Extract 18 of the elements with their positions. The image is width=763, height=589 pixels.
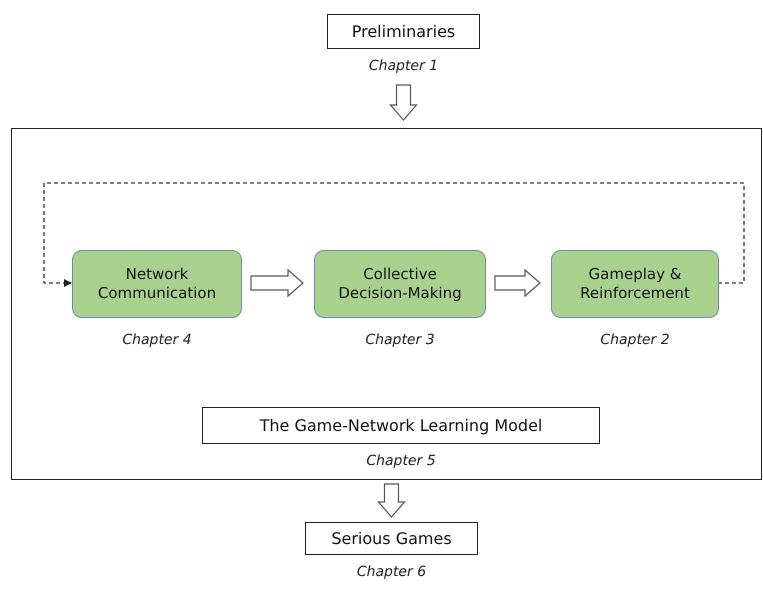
dashed-arrow	[43, 182, 745, 287]
chapter-label: Chapter 6	[356, 564, 426, 580]
chapter-box: Serious Games	[305, 522, 478, 555]
chapter-box: Preliminaries	[327, 14, 480, 49]
block-arrow	[389, 84, 418, 121]
block-arrow	[250, 268, 304, 298]
process-box: Network Communication	[72, 250, 242, 318]
block-arrow	[377, 483, 406, 518]
chapter-label: Chapter 1	[368, 58, 438, 74]
chapter-label: Chapter 4	[122, 332, 192, 348]
chapter-box: The Game-Network Learning Model	[202, 407, 600, 444]
chapter-label: Chapter 3	[365, 332, 435, 348]
chapter-label: Chapter 2	[600, 332, 670, 348]
process-box: Collective Decision-Making	[314, 250, 486, 318]
process-box: Gameplay & Reinforcement	[551, 250, 719, 318]
block-arrow	[494, 268, 541, 298]
chapter-label: Chapter 5	[366, 453, 436, 469]
frame-box	[11, 128, 762, 480]
